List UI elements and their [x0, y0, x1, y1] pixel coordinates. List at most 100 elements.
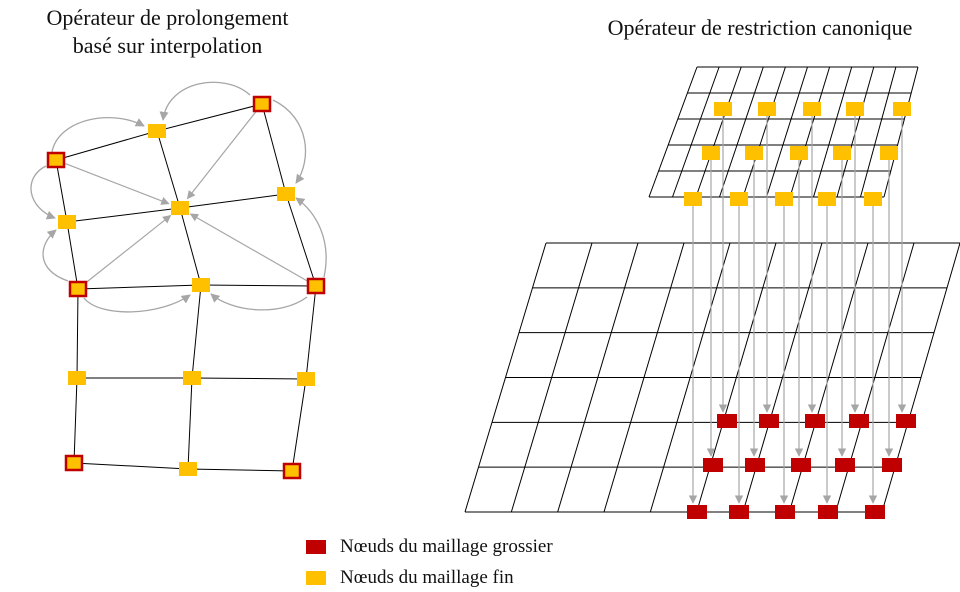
fine-node: [58, 215, 76, 229]
mesh-edge: [76, 288, 79, 379]
mesh-edge: [179, 207, 202, 286]
interpolation-arrow: [186, 111, 257, 200]
coarse-node: [791, 458, 811, 472]
interpolation-arrow: [159, 81, 251, 121]
restriction-title: Opérateur de restriction canonique: [607, 15, 913, 40]
fine-node: [702, 146, 720, 160]
fine-node: [148, 124, 166, 138]
fine-node-swatch-icon: [306, 571, 326, 585]
interpolation-arrows: [30, 81, 907, 504]
fine-node: [192, 278, 210, 292]
prolongation-title-line2: basé sur interpolation: [72, 33, 263, 58]
fine-mesh-line: [648, 66, 698, 198]
fine-mesh-line: [883, 66, 919, 198]
legend-label-fine: Nœuds du maillage fin: [340, 567, 514, 588]
coarse-node: [849, 414, 869, 428]
coarse-node: [835, 458, 855, 472]
interpolation-arrow: [85, 214, 172, 284]
interpolation-arrow: [189, 213, 308, 282]
mesh-edge: [305, 285, 317, 380]
interpolation-arrow: [295, 197, 327, 278]
mesh-edge: [261, 103, 287, 195]
coarse-node: [818, 505, 838, 519]
coarse-mesh-line: [510, 242, 593, 513]
fine-node: [745, 146, 763, 160]
mesh-edge: [55, 130, 158, 161]
fine-mesh-line: [766, 66, 808, 198]
interpolation-arrow: [51, 116, 145, 153]
mesh-edge: [73, 462, 189, 470]
mesh-nodes: [46, 95, 916, 519]
fine-mesh-line: [695, 66, 742, 198]
fine-mesh-line: [742, 66, 786, 198]
interpolation-arrow: [30, 165, 56, 220]
fine-node: [790, 146, 808, 160]
fine-node: [758, 102, 776, 116]
fine-node: [846, 102, 864, 116]
fine-node: [68, 371, 86, 385]
coarse-node: [882, 458, 902, 472]
fine-node: [730, 192, 748, 206]
fine-node: [684, 192, 702, 206]
interpolation-arrow: [210, 293, 308, 311]
fine-node: [171, 201, 189, 215]
legend-label-coarse: Nœuds du maillage grossier: [340, 536, 553, 557]
mesh-edge: [200, 284, 317, 287]
coarse-node: [68, 280, 88, 298]
interpolation-arrow: [272, 99, 307, 184]
fine-node: [179, 462, 197, 476]
fine-node: [833, 146, 851, 160]
coarse-node: [252, 95, 272, 113]
fine-mesh-line: [672, 66, 720, 198]
interpolation-arrow: [65, 163, 170, 205]
fine-node: [714, 102, 732, 116]
fine-mesh-line: [719, 66, 764, 198]
prolongation-title: Opérateur de prolongement basé sur inter…: [0, 4, 335, 60]
mesh-edge: [66, 207, 181, 223]
interpolation-arrow: [83, 294, 191, 313]
mesh-edge: [73, 377, 78, 464]
fine-node: [183, 371, 201, 385]
fine-node: [880, 146, 898, 160]
coarse-node: [46, 151, 66, 169]
fine-node: [893, 102, 911, 116]
mesh-lines: [55, 66, 960, 513]
coarse-mesh-line: [649, 242, 731, 513]
fine-node: [818, 192, 836, 206]
legend-item-coarse: Nœuds du maillage grossier: [306, 536, 553, 558]
coarse-mesh-line: [557, 242, 639, 513]
coarse-node: [805, 414, 825, 428]
coarse-node: [729, 505, 749, 519]
coarse-node: [306, 277, 326, 295]
mesh-edge: [156, 103, 263, 132]
coarse-node: [865, 505, 885, 519]
coarse-node: [282, 462, 302, 480]
mesh-edge: [77, 284, 202, 290]
coarse-node: [717, 414, 737, 428]
fine-mesh-line: [860, 66, 897, 198]
mesh-edge: [179, 193, 287, 209]
coarse-node: [775, 505, 795, 519]
coarse-node: [896, 414, 916, 428]
fine-node: [775, 192, 793, 206]
mesh-edge: [285, 193, 317, 287]
coarse-node: [703, 458, 723, 472]
mesh-edge: [187, 377, 193, 470]
mesh-edge: [55, 159, 68, 223]
coarse-node: [745, 458, 765, 472]
coarse-node: [64, 454, 84, 472]
coarse-node: [687, 505, 707, 519]
mesh-edge: [291, 378, 307, 472]
coarse-mesh-line: [464, 242, 547, 513]
coarse-mesh-line: [603, 242, 685, 513]
mesh-edge: [191, 284, 202, 379]
interpolation-arrow: [42, 229, 69, 282]
fine-mesh-line: [813, 66, 853, 198]
coarse-node: [759, 414, 779, 428]
mesh-edge: [66, 221, 79, 290]
fine-mesh-line: [789, 66, 831, 198]
mesh-edge: [191, 377, 307, 380]
legend-item-fine: Nœuds du maillage fin: [306, 567, 514, 589]
fine-node: [297, 372, 315, 386]
